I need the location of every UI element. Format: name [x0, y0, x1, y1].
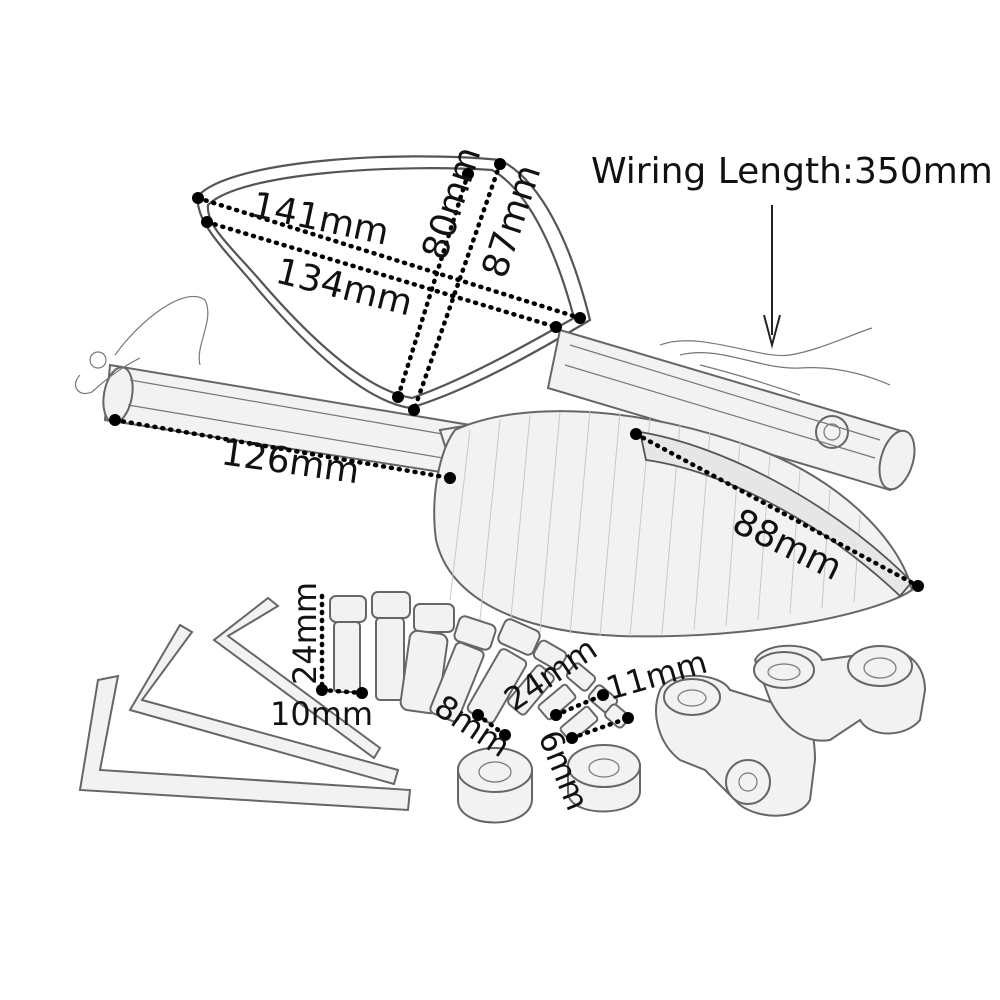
wiring-arrow: [763, 205, 781, 349]
hardware-dimension-endpoints: [316, 684, 634, 744]
label-10mm: 10mm: [270, 695, 373, 733]
large-bolts: [329, 591, 568, 724]
bolt-2: [371, 591, 411, 701]
washer-1: [457, 747, 533, 824]
hardware-dimension-lines: [319, 593, 631, 741]
bolt-4: [429, 615, 497, 723]
adapters: [655, 644, 927, 817]
rear-mirror-arm: [546, 328, 916, 492]
allen-key-small: [212, 596, 382, 760]
adapter-1: [655, 674, 817, 817]
dimension-endpoints: [109, 158, 924, 592]
allen-keys: [78, 596, 412, 812]
front-mirror: [75, 295, 914, 638]
rear-mirror: [196, 155, 916, 492]
rear-mirror-glass-inner: [206, 167, 576, 400]
dimension-lines: [112, 161, 921, 589]
front-mirror-cable: [75, 295, 209, 395]
rear-mirror-wires: [659, 327, 891, 396]
allen-key-medium: [128, 623, 400, 786]
small-bolt-1: [537, 662, 597, 721]
washer-2: [567, 744, 641, 813]
rear-mirror-glass-outer: [196, 155, 592, 410]
adapter-2: [753, 644, 927, 742]
label-141mm: 141mm: [248, 185, 392, 254]
wiring-length-label: Wiring Length:350mm: [591, 151, 993, 192]
label-80mm: 80mm: [415, 142, 490, 265]
bolt-1: [329, 595, 367, 693]
allen-key-large: [78, 674, 412, 812]
washers: [457, 744, 641, 824]
bolt-6: [507, 639, 568, 716]
label-24mm-large: 24mm: [286, 582, 324, 685]
